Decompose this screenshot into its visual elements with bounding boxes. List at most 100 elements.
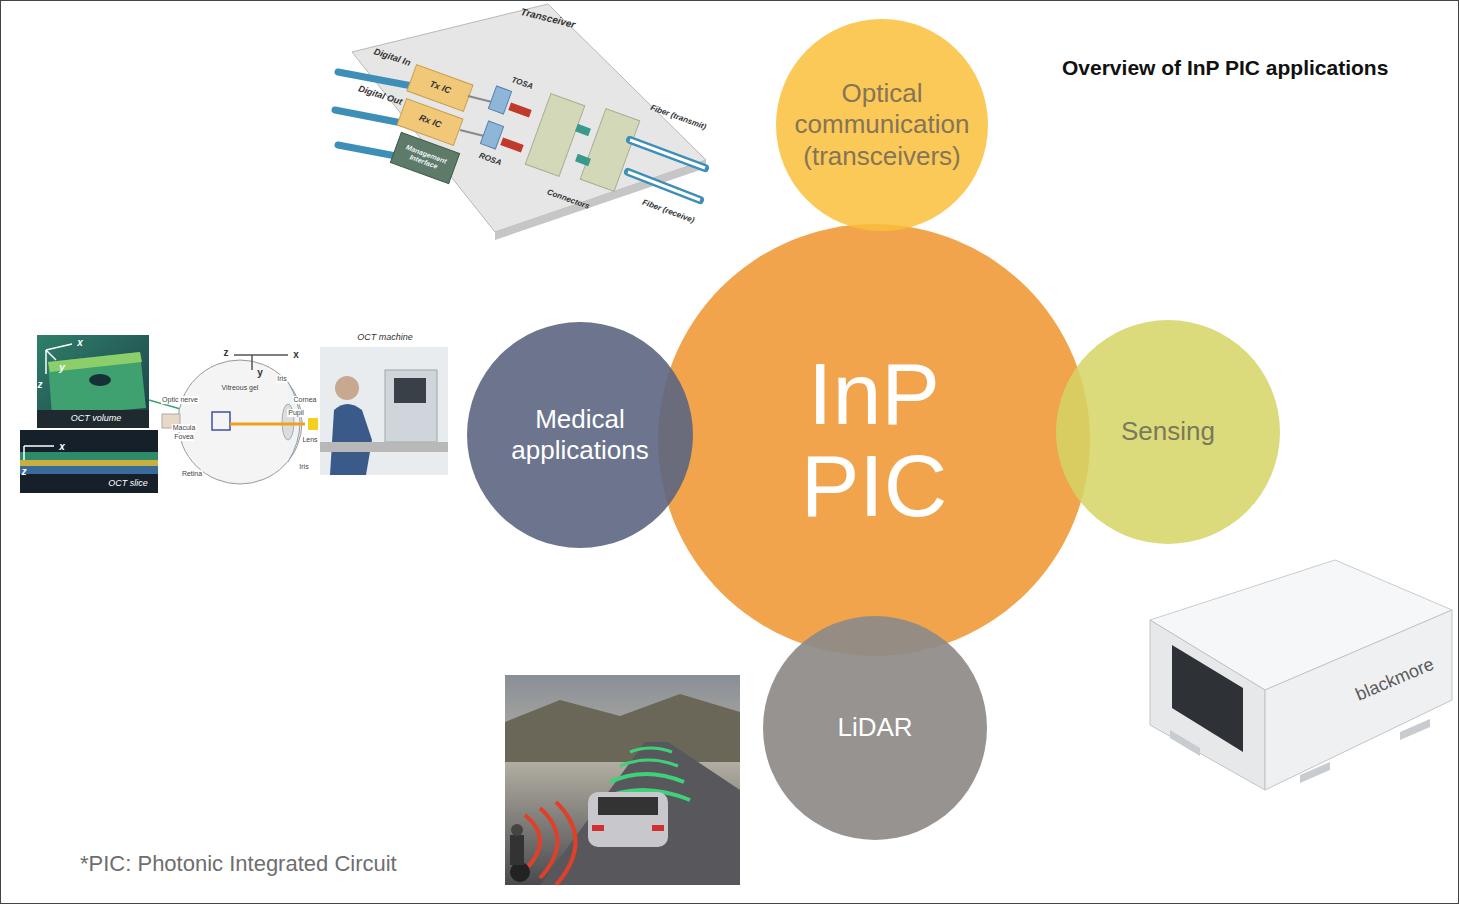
part-label: z — [22, 466, 27, 477]
oct-machine-photo-part — [335, 376, 359, 400]
center-circle: InP PIC — [658, 224, 1090, 656]
application-circle: Sensing — [1056, 320, 1280, 544]
part-label: z — [38, 379, 43, 390]
transceiver-drawing-part — [630, 140, 705, 168]
lidar-car-photo-part — [540, 808, 558, 878]
application-circle: Medical applications — [467, 322, 693, 548]
transceiver-drawing-part — [488, 86, 511, 114]
transceiver-drawing-part — [508, 102, 531, 117]
transceiver-drawing-part — [628, 172, 700, 200]
transceiver-drawing-part — [352, 4, 706, 232]
part-label: OCT machine — [357, 333, 413, 343]
lidar-car-photo-part — [505, 675, 740, 885]
lidar-car-photo-part — [598, 797, 658, 815]
oct-slice-image-part — [20, 460, 158, 466]
circle-label: Optical communication (transceivers) — [784, 78, 980, 172]
part-label: y — [59, 362, 65, 373]
part-label: Iris — [298, 463, 309, 471]
eye-drawing-part — [178, 360, 302, 484]
circle-label: InP PIC — [754, 348, 994, 533]
transceiver-drawing-part — [335, 110, 402, 123]
circle-text-area: Sensing — [1056, 320, 1280, 544]
lidar-car-photo-part — [610, 774, 684, 782]
oct-slice-image-part — [20, 430, 158, 493]
transceiver-drawing-part — [468, 96, 492, 102]
oct-slice-image-part — [20, 452, 158, 460]
oct-volume-image-part — [48, 352, 142, 372]
oct-volume-image-part — [89, 374, 111, 386]
eye-drawing — [162, 355, 318, 484]
circle-text-area: InP PIC — [658, 224, 1090, 656]
lidar-car-photo-part — [620, 760, 678, 766]
application-circle: Optical communication (transceivers) — [776, 19, 988, 231]
oct-slice-image-part — [20, 466, 158, 474]
lidar-car-photo-part — [505, 694, 740, 762]
oct-machine-photo-part — [394, 378, 426, 403]
lidar-car-photo-part — [540, 742, 740, 885]
circle-text-area: LiDAR — [763, 616, 987, 840]
part-label: x — [293, 349, 299, 360]
oct-volume-image-part — [48, 352, 146, 416]
oct-volume-image-part — [46, 350, 56, 360]
circle-fill — [658, 224, 1090, 656]
circle-fill — [1056, 320, 1280, 544]
transceiver-drawing-part — [460, 130, 484, 136]
lidar-car-photo-part — [588, 792, 668, 847]
lidar-car-photo-part — [556, 802, 576, 885]
transceiver-drawing-part — [480, 121, 503, 149]
lidar-car-photo-part — [510, 835, 524, 865]
application-circle: LiDAR — [763, 616, 987, 840]
eye-drawing-part — [251, 355, 253, 370]
oct-slice-image-part — [23, 446, 25, 460]
transceiver-drawing-part — [338, 145, 396, 156]
circle-fill — [763, 616, 987, 840]
oct-machine-photo-part — [330, 404, 372, 475]
transceiver-drawing-part — [628, 172, 700, 200]
oct-volume-image — [37, 335, 149, 428]
circle-text-area: Medical applications — [467, 322, 693, 548]
lidar-car-photo-part — [525, 815, 540, 870]
transceiver-drawing-part — [525, 94, 584, 177]
part-label: Retina — [181, 470, 203, 478]
circle-label: Medical applications — [485, 404, 675, 466]
blackmore-lidar-device-part — [1300, 762, 1330, 783]
circle-label: Sensing — [1073, 416, 1263, 447]
oct-slice-image-part — [24, 445, 54, 447]
lidar-car-photo-part — [511, 824, 523, 836]
lidar-car-photo-part — [630, 748, 672, 752]
circle-label: LiDAR — [780, 712, 970, 743]
transceiver-drawing-part — [500, 137, 523, 152]
footnote: *PIC: Photonic Integrated Circuit — [80, 852, 397, 876]
part-label: Cornea — [293, 396, 318, 404]
blackmore-lidar-device-part — [1265, 610, 1452, 790]
blackmore-lidar-device-part — [1170, 730, 1200, 756]
oct-volume-image-part — [37, 410, 149, 428]
transceiver-drawing-part — [390, 132, 459, 183]
eye-drawing-part — [230, 423, 305, 426]
transceiver-drawing — [335, 4, 706, 240]
transceiver-drawing-part — [630, 140, 705, 168]
lidar-car-photo-part — [592, 825, 604, 831]
part-label: Lens — [301, 436, 318, 444]
oct-volume-image-part — [37, 335, 149, 428]
part-label: x — [59, 441, 65, 452]
transceiver-drawing-part — [580, 109, 639, 192]
transceiver-drawing-part — [575, 124, 591, 136]
lidar-car-photo-part — [652, 825, 664, 831]
oct-volume-image-part — [45, 350, 47, 374]
transceiver-drawing-part — [338, 72, 412, 86]
part-label: Pupil — [287, 409, 305, 417]
diagram-title: Overview of InP PIC applications — [1062, 56, 1388, 79]
oct-machine-photo-part — [385, 370, 437, 442]
part-label: x — [77, 337, 83, 348]
part-label: Iris — [276, 375, 287, 383]
part-label: Vitreous gel — [221, 384, 260, 392]
blackmore-lidar-device-part — [1150, 620, 1265, 790]
part-label: OCT volume — [71, 414, 122, 424]
oct-machine-photo — [320, 347, 448, 475]
part-label: Fovea — [173, 433, 194, 441]
eye-drawing-part — [234, 354, 252, 356]
oct-machine-photo-part — [320, 442, 448, 452]
